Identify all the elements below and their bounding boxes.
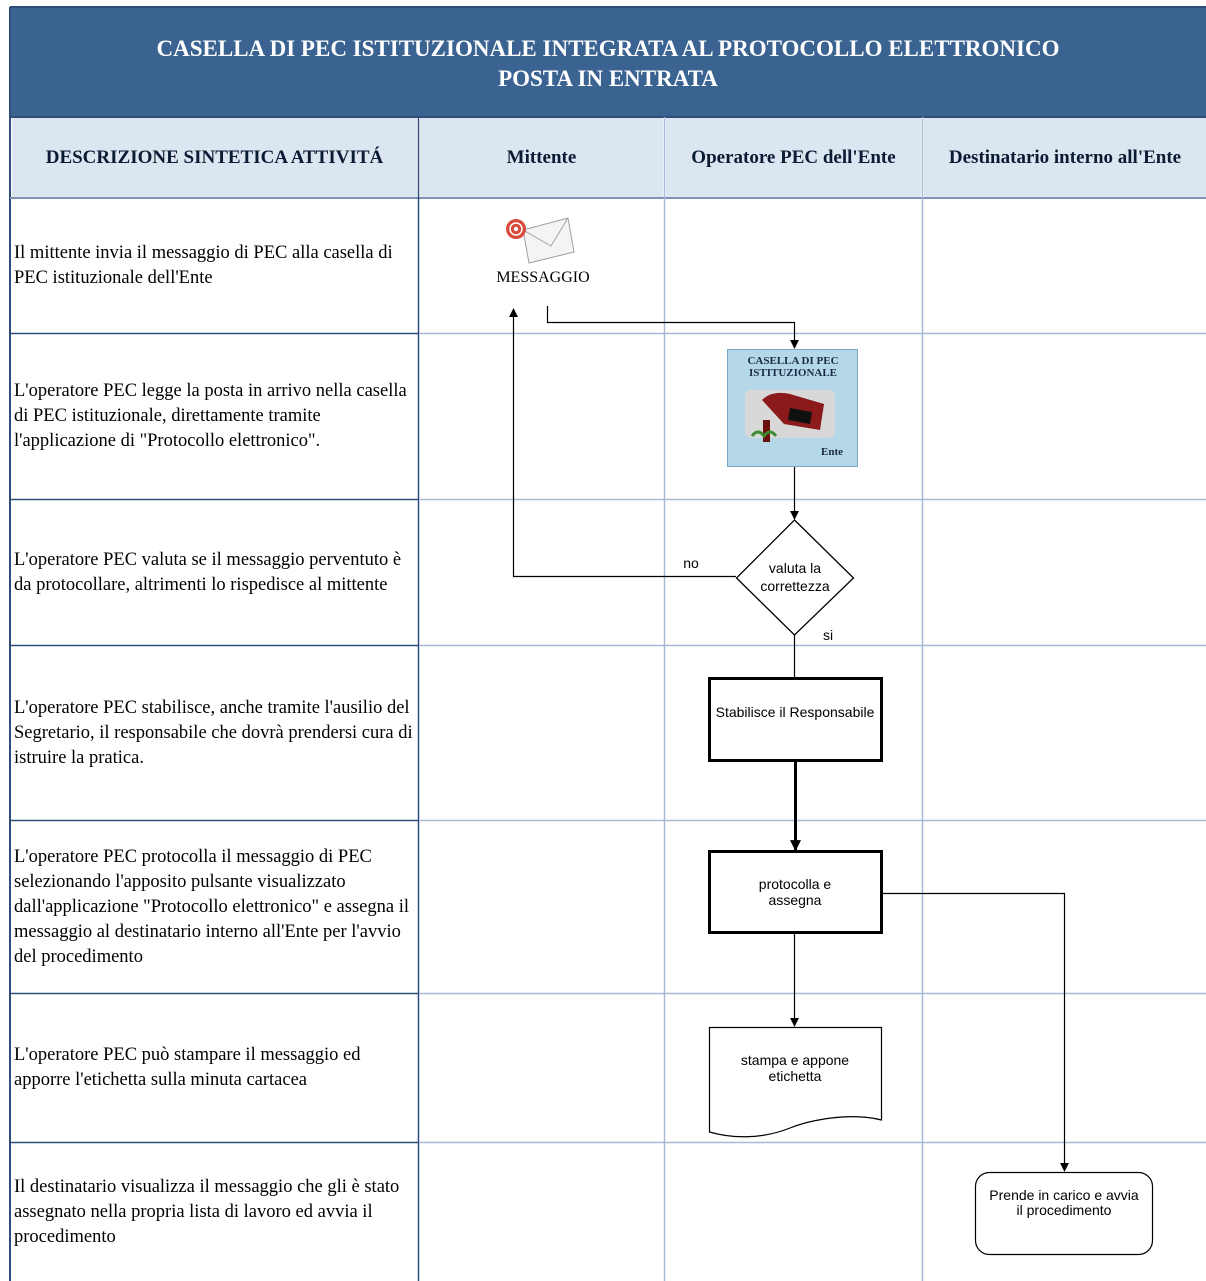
row-description-1: Il mittente invia il messaggio di PEC al…: [14, 243, 393, 288]
no-label: no: [683, 555, 699, 571]
stabilisce-label: Stabilisce il Responsabile: [715, 704, 875, 720]
header-descrizione: DESCRIZIONE SINTETICA ATTIVITÁ: [12, 118, 417, 197]
diagram-title: CASELLA DI PEC ISTITUZIONALE INTEGRATA A…: [10, 7, 1206, 117]
messaggio-label: MESSAGGIO: [496, 269, 590, 286]
row-separators-lanes: [419, 332, 1206, 1144]
row-description-2: L'operatore PEC legge la posta in arrivo…: [14, 381, 407, 451]
arrow-messaggio-to-casella: [546, 306, 799, 349]
title-line-1: CASELLA DI PEC ISTITUZIONALE INTEGRATA A…: [156, 36, 1060, 61]
si-label: si: [822, 627, 834, 643]
prende-label: Prende in carico e avvia il procedimento: [989, 1187, 1139, 1218]
row-description-6: L'operatore PEC può stampare il messaggi…: [14, 1045, 361, 1090]
stampa-label: stampa e appone etichetta: [740, 1052, 850, 1084]
stabilisce-box: [708, 677, 883, 762]
protocolla-box: [708, 850, 883, 934]
stampa-document-shape: [708, 1026, 883, 1138]
casella-title-label: CASELLA DI PEC ISTITUZIONALE: [747, 355, 839, 379]
protocolla-label: protocolla e assegna: [758, 876, 832, 908]
row-description-7: Il destinatario visualizza il messaggio …: [14, 1177, 400, 1247]
header-operatore: Operatore PEC dell'Ente: [666, 118, 921, 197]
header-mittente: Mittente: [420, 118, 663, 197]
prende-terminal: [974, 1171, 1154, 1256]
row-description-4: L'operatore PEC stabilisce, anche tramit…: [14, 697, 413, 768]
casella-ente-label: Ente: [821, 446, 843, 458]
decision-label: valuta la correttezza: [760, 560, 830, 594]
row-description-5: L'operatore PEC protocolla il messaggio …: [14, 846, 409, 967]
pec-envelope-icon: [506, 217, 575, 264]
header-destinatario: Destinatario interno all'Ente: [924, 118, 1206, 197]
title-line-2: POSTA IN ENTRATA: [498, 66, 718, 91]
arrow-protocolla-to-destinatario: [882, 892, 1069, 1172]
arrow-no-back-to-mittente: [509, 308, 736, 578]
row-separators-left: [10, 332, 418, 1144]
mailbox-icon: [745, 390, 835, 442]
row-description-3: L'operatore PEC valuta se il messaggio p…: [14, 549, 402, 595]
